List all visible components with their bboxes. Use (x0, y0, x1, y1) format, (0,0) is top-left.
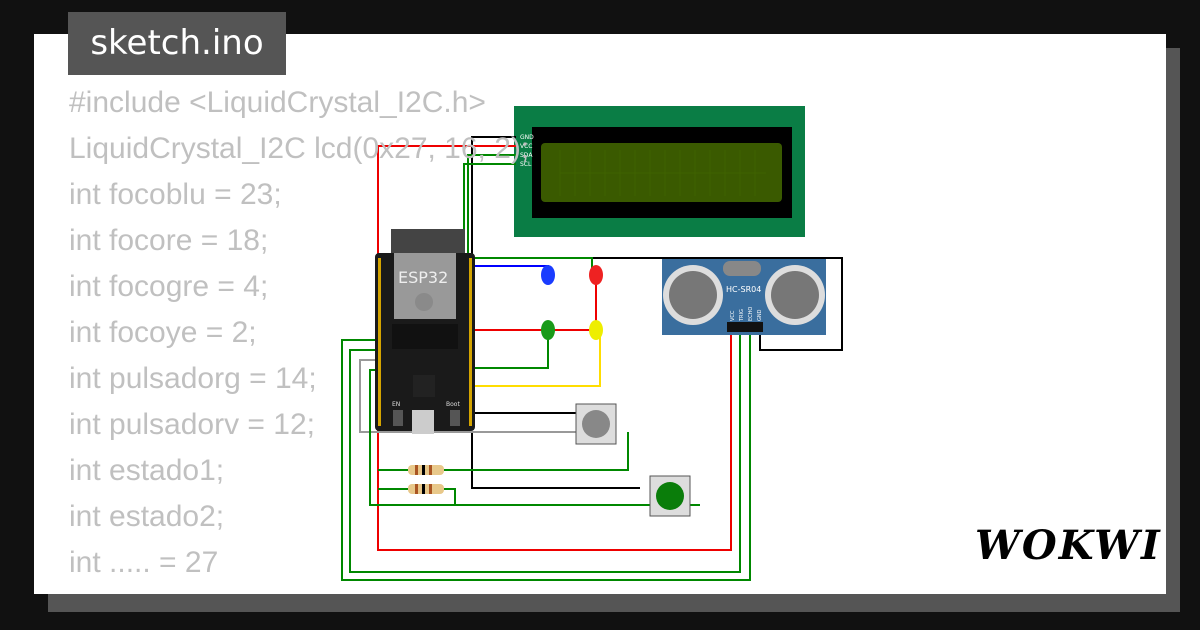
wire-resistor2 (378, 488, 456, 505)
code-line: int estado1; (69, 454, 225, 487)
resistor (408, 465, 444, 475)
wire-echo (349, 330, 741, 573)
code-line: int pulsadorv = 12; (69, 408, 315, 441)
lcd-pin-label: VCC (520, 143, 532, 150)
lcd-pin-label: SCL (520, 161, 532, 168)
sensor-pin-label: ECHO (748, 307, 754, 321)
led-green[interactable] (541, 320, 555, 340)
lcd-pin-label: SDA (520, 152, 533, 159)
boot-button[interactable] (450, 410, 460, 426)
lcd-display[interactable]: GND VCC SDA SCL (514, 106, 805, 237)
wire-vcc (377, 145, 732, 551)
wire-gnd (471, 136, 843, 351)
led-red[interactable] (589, 265, 603, 285)
pushbutton-gray[interactable] (575, 403, 617, 445)
sensor-pin-label: GND (757, 309, 763, 321)
en-label: EN (392, 401, 400, 408)
resistor (408, 484, 444, 494)
sensor-pin-label: TRIG (739, 309, 745, 322)
code-background: #include <LiquidCrystal_I2C.h> LiquidCrys… (34, 80, 529, 586)
sensor-pin-label: VCC (730, 310, 736, 321)
en-button[interactable] (393, 410, 403, 426)
pushbutton-green[interactable] (649, 475, 691, 517)
wire-button2 (471, 432, 640, 489)
code-line: int focoblu = 23; (69, 178, 282, 211)
ultrasonic-sensor[interactable]: HC-SR04 VCC TRIG ECHO GND (662, 259, 826, 335)
wire-button1-signal (359, 359, 578, 433)
sensor-label: HC-SR04 (726, 285, 761, 294)
code-line: int focore = 18; (69, 224, 269, 257)
code-line: int ..... = 27 (69, 546, 219, 579)
code-line: LiquidCrystal_I2C lcd(0x27, 16, 2); (69, 132, 530, 165)
esp32-board[interactable]: ESP32 EN Boot (375, 229, 475, 434)
led-yellow[interactable] (589, 320, 603, 340)
wire-trig (341, 330, 751, 581)
esp32-label: ESP32 (398, 268, 448, 287)
wire-green-led (472, 335, 549, 369)
code-line: int estado2; (69, 500, 225, 533)
code-line: int focogre = 4; (69, 270, 269, 303)
file-title: sketch.ino (68, 12, 286, 75)
wire-scl (463, 163, 516, 258)
lcd-pin-label: GND (520, 134, 534, 141)
led-blue[interactable] (541, 265, 555, 285)
wire-resistor1 (378, 432, 629, 471)
wire-sda (467, 154, 516, 258)
wokwi-logo: WOKWI (975, 522, 1162, 569)
wire-yellow-led (472, 335, 601, 387)
boot-label: Boot (446, 401, 460, 408)
code-line: int pulsadorg = 14; (69, 362, 317, 395)
code-line: int focoye = 2; (69, 316, 257, 349)
code-line: #include <LiquidCrystal_I2C.h> (69, 86, 486, 119)
